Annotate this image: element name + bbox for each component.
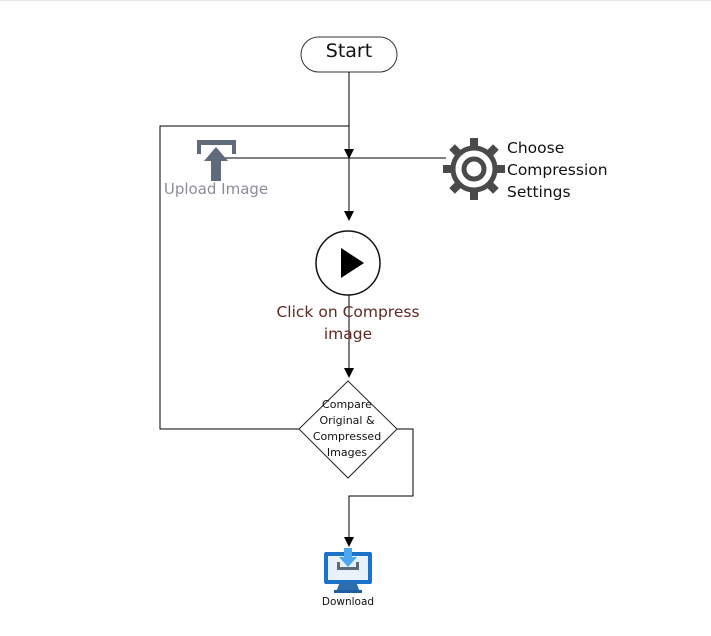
compare-decision-diamond <box>298 380 398 479</box>
click-compress-label: Click on Compress image <box>276 303 420 343</box>
choose-settings-label-text: Choose Compression Settings <box>507 139 608 201</box>
play-button-icon <box>315 230 381 296</box>
gear-icon <box>443 138 505 200</box>
upload-arrow-icon <box>197 140 236 181</box>
connector-compare-to-download <box>344 428 414 547</box>
download-label: Download <box>321 596 375 608</box>
upload-image-label: Upload Image <box>163 180 269 198</box>
monitor-download-icon <box>324 548 372 593</box>
compare-label: Compare Original & Compressed Images <box>312 398 382 459</box>
connector-loop-back <box>159 125 349 430</box>
start-label: Start <box>325 40 373 62</box>
choose-settings-label: Choose Compression Settings <box>507 137 608 203</box>
